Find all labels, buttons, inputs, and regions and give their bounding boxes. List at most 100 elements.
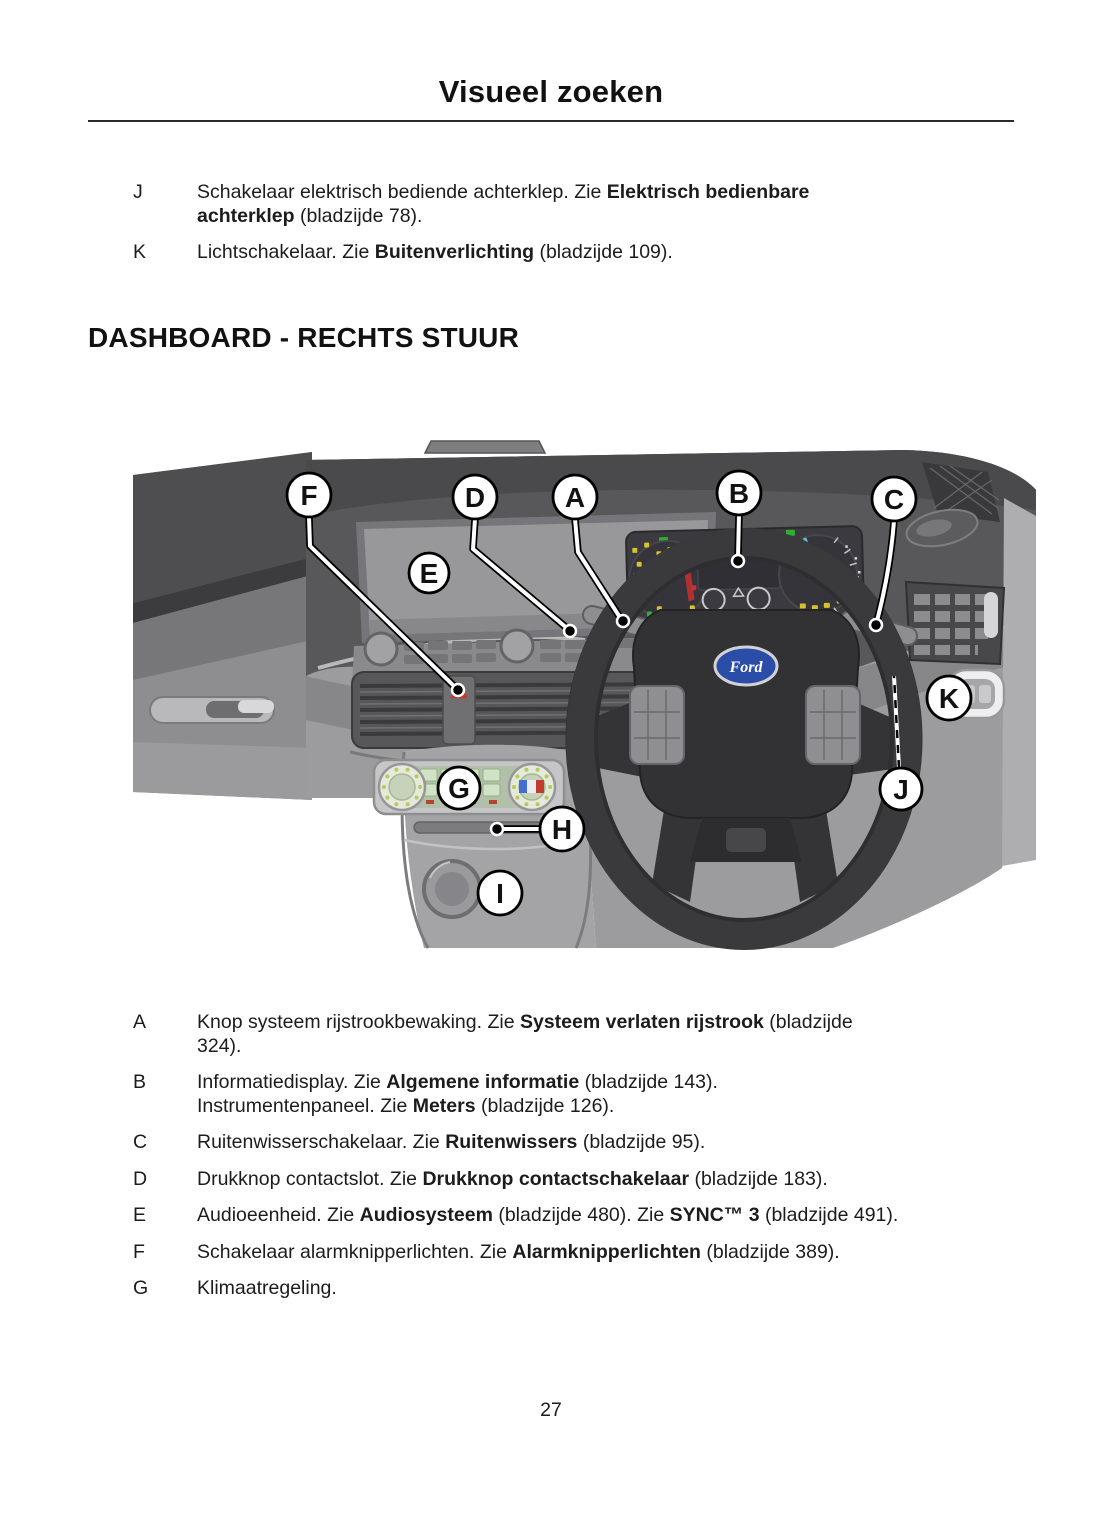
text-segment: (bladzijde 183).	[689, 1167, 828, 1190]
text-segment: Knop systeem rijstrookbewaking. Zie	[197, 1011, 520, 1033]
callouts: A B C D E	[285, 469, 973, 917]
text-segment: Schakelaar alarmknipperlichten. Zie	[197, 1240, 513, 1263]
text-segment: Klimaatregeling.	[197, 1277, 337, 1299]
page-title: Visueel zoeken	[438, 74, 664, 109]
dashboard-figure: Ford	[0, 437, 1102, 952]
list-item: F Schakelaar alarmknipperlichten. Zie Ala…	[133, 1241, 1017, 1265]
list-item-text: Ruitenwisserschakelaar. Zie Ruitenwisser…	[197, 1131, 1017, 1155]
callout-letter: G	[448, 773, 470, 804]
list-item-text: Drukknop contactslot. Zie Drukknop conta…	[197, 1168, 1017, 1192]
callout-leader-lines	[305, 511, 901, 837]
callout-i: I	[476, 869, 524, 917]
reference-bold-text: Alarmknipperlichten	[512, 1240, 701, 1263]
speaker-hump	[423, 440, 547, 454]
right-door-edge	[1002, 498, 1036, 866]
reference-bold-text: Meters	[412, 1094, 476, 1117]
text-segment: Drukknop contactslot. Zie	[197, 1167, 423, 1190]
callout-letter: B	[729, 478, 749, 509]
list-item: A Knop systeem rijstrookbewaking. Zie Sys…	[133, 1011, 1017, 1058]
page-number: 27	[540, 1399, 562, 1421]
text-segment: 324).	[197, 1034, 242, 1057]
a-pillar-speaker-mesh	[922, 462, 1000, 522]
list-item: G Klimaatregeling.	[133, 1277, 1017, 1301]
leader-end-dots	[450, 553, 884, 837]
text-segment: Lichtschakelaar. Zie	[197, 241, 375, 263]
callout-b: B	[715, 469, 763, 517]
reference-bold-text: Systeem verlaten rijstrook	[519, 1011, 764, 1033]
fan-knob	[377, 762, 427, 812]
left-thumb-controls	[629, 685, 685, 765]
text-segment: Schakelaar elektrisch bediende achterkle…	[197, 181, 607, 203]
reference-bold-text: Buitenverlichting	[374, 241, 535, 263]
list-letter: C	[133, 1131, 148, 1153]
reference-bold-text: achterklep	[197, 204, 295, 227]
list-letter: E	[133, 1204, 147, 1226]
callout-letter: I	[496, 878, 504, 909]
right-air-vent	[904, 580, 1006, 666]
list-item-text: Lichtschakelaar. Zie Buitenverlichting (…	[197, 241, 1017, 265]
callout-letter: A	[565, 482, 585, 513]
callout-c: C	[870, 475, 918, 523]
list-item-text: Audioeenheid. Zie Audiosysteem (bladzijd…	[197, 1204, 1017, 1228]
text-segment: (bladzijde 95).	[577, 1131, 706, 1153]
callout-j: J	[878, 766, 924, 812]
list-item: K Lichtschakelaar. Zie Buitenverlichting …	[133, 241, 1017, 265]
right-thumb-controls	[805, 685, 861, 765]
temperature-knob	[507, 762, 557, 812]
dashboard-illustration: Ford	[133, 440, 1036, 950]
callout-g: G	[436, 765, 482, 811]
text-segment: (bladzijde 143).	[579, 1071, 718, 1093]
text-segment: (bladzijde 78).	[294, 204, 423, 227]
list-item: J Schakelaar elektrisch bediende achterkl…	[133, 181, 1017, 228]
callout-letter: C	[884, 484, 904, 515]
callout-f: F	[285, 471, 333, 519]
list-letter: G	[133, 1277, 149, 1299]
reference-bold-text: Ruitenwissers	[445, 1131, 578, 1153]
callout-d: D	[451, 473, 499, 521]
callout-e: E	[407, 551, 451, 595]
reference-bold-text: Drukknop contactschakelaar	[422, 1167, 690, 1190]
list-item-text: Klimaatregeling.	[197, 1277, 1017, 1301]
callout-h: H	[538, 805, 586, 853]
text-segment: (bladzijde 491).	[759, 1204, 899, 1226]
reference-bold-text: Elektrisch bedienbare	[606, 181, 810, 203]
list-item-text: Informatiedisplay. Zie Algemene informat…	[197, 1071, 1017, 1118]
list-letter: F	[133, 1240, 145, 1263]
bottom-legend-list: A Knop systeem rijstrookbewaking. Zie Sys…	[133, 1011, 1017, 1314]
ford-logo: Ford	[713, 645, 779, 687]
callout-letter: J	[893, 774, 909, 805]
rotary-knob	[422, 859, 482, 919]
list-item: C Ruitenwisserschakelaar. Zie Ruitenwisse…	[133, 1131, 1017, 1155]
text-segment: (bladzijde 126).	[475, 1094, 615, 1117]
callout-k: K	[925, 674, 973, 722]
text-segment: (bladzijde 480). Zie	[492, 1204, 670, 1226]
list-item-text: Knop systeem rijstrookbewaking. Zie Syst…	[197, 1011, 1017, 1058]
callout-letter: D	[465, 482, 485, 513]
title-divider	[88, 120, 1014, 122]
list-letter: J	[133, 181, 143, 203]
list-letter: K	[133, 241, 147, 263]
mirror-control-shape	[905, 508, 979, 548]
text-segment: Ruitenwisserschakelaar. Zie	[197, 1131, 446, 1153]
reference-bold-text: Audiosysteem	[359, 1204, 493, 1226]
reference-bold-text: Algemene informatie	[386, 1071, 580, 1093]
text-segment: Informatiedisplay. Zie	[197, 1071, 387, 1093]
audio-knob-left	[363, 631, 399, 667]
left-door-panel	[133, 452, 312, 800]
steering-wheel-rim	[566, 528, 922, 950]
reference-bold-text: SYNC™ 3	[669, 1204, 760, 1226]
airbag-hub	[632, 609, 860, 819]
audio-knob-right	[499, 628, 535, 664]
list-item-text: Schakelaar elektrisch bediende achterkle…	[197, 181, 1017, 228]
text-segment: (bladzijde 389).	[700, 1240, 840, 1263]
list-item: E Audioeenheid. Zie Audiosysteem (bladzij…	[133, 1204, 1017, 1228]
text-segment: Audioeenheid. Zie	[197, 1204, 360, 1226]
list-letter: A	[133, 1011, 147, 1033]
text-segment: Instrumentenpaneel. Zie	[197, 1094, 413, 1117]
text-segment: (bladzijde 109).	[534, 241, 673, 263]
callout-a: A	[551, 473, 599, 521]
svg-text:Ford: Ford	[729, 659, 764, 676]
